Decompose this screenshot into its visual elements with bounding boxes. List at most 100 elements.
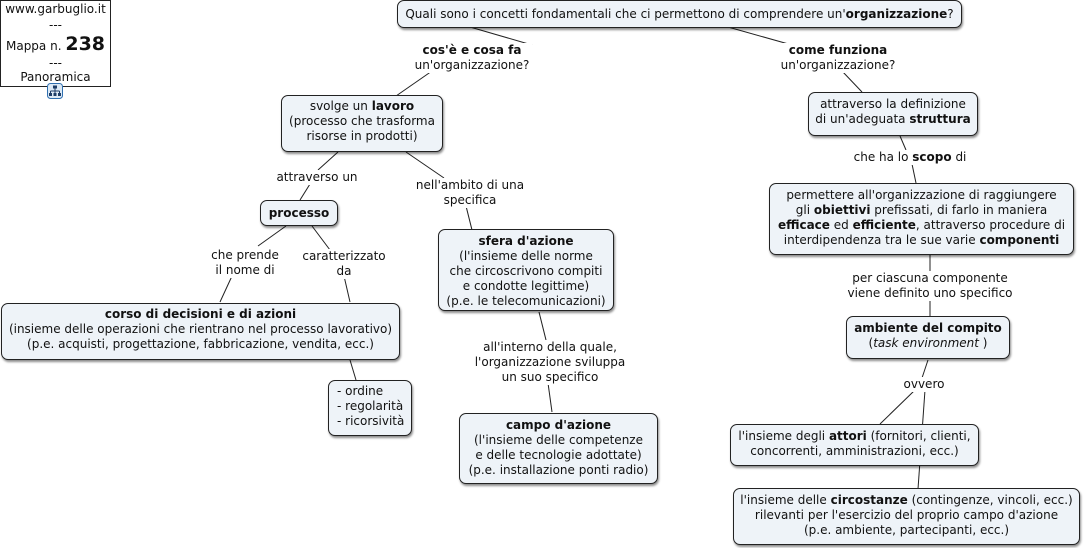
link-componente: per ciascuna componente viene definito u… [840, 271, 1020, 301]
lavoro-line2: (processo che trasforma [289, 114, 435, 128]
connector-ambiente-ovvero [921, 359, 929, 379]
circostanze-text-end: (contingenze, vincoli, ecc.) [907, 493, 1073, 507]
root-text: Quali sono i concetti fondamentali che c… [405, 7, 846, 21]
sfera-line2: (l'insieme delle norme [459, 249, 593, 263]
sfera-line3: che circoscrivono compiti [449, 264, 603, 278]
left-branch-label: cos'è e cosa fa un'organizzazione? [412, 43, 532, 73]
efficace-keyword: efficace [777, 218, 830, 232]
left-branch-sub: un'organizzazione? [414, 58, 530, 72]
caratteri-node[interactable]: - ordine - regolarità - ricorsività [328, 380, 412, 436]
link-scopo-text: che ha lo [853, 150, 913, 164]
connector-processo-caratterizzato [311, 225, 331, 251]
circostanze-line2: rilevanti per l'esercizio del proprio ca… [754, 508, 1059, 522]
campo-title: campo d'azione [505, 418, 612, 432]
connector-ovvero-attori [879, 389, 916, 425]
corso-line3: (p.e. acquisti, progettazione, fabbricaz… [27, 337, 374, 351]
right-branch-sub: un'organizzazione? [780, 58, 896, 72]
attori-keyword: attori [828, 429, 867, 443]
campo-node[interactable]: campo d'azione (l'insieme delle competen… [459, 413, 658, 484]
link-che-prende-line1: che prende [211, 248, 279, 262]
ambiente-title: ambiente del compito [854, 321, 1002, 335]
circostanze-node[interactable]: l'insieme delle circostanze (contingenze… [733, 488, 1080, 545]
right-branch-title: come funziona [788, 43, 888, 57]
ambiente-english: task environment [873, 336, 979, 350]
connector-lavoro-attraverso [317, 151, 339, 171]
link-che-prende-line2: il nome di [215, 263, 275, 277]
view-name: Panoramica [20, 70, 91, 84]
connector-left-lavoro [395, 70, 433, 97]
ambiente-node[interactable]: ambiente del compito (task environment ) [846, 316, 1010, 359]
link-caratterizzato-line1: caratterizzato [302, 249, 386, 263]
connector-lavoro-ambito [405, 151, 445, 179]
campo-line4: (p.e. installazione ponti radio) [468, 463, 649, 477]
efficiente-keyword: efficiente [852, 218, 916, 232]
connector-root-right [727, 26, 793, 46]
lavoro-text: svolge un [309, 99, 372, 113]
sfera-line5: (p.e. le telecomunicazioni) [446, 294, 606, 308]
connector-corso-caratteri [349, 359, 357, 381]
separator: --- [49, 18, 62, 32]
right-branch-label: come funziona un'organizzazione? [778, 43, 898, 73]
obiettivi-ed: ed [829, 218, 853, 232]
link-attraverso-un: attraverso un [272, 170, 362, 185]
obiettivi-text-end: prefissati, di farlo in maniera [870, 203, 1048, 217]
root-text-end: ? [947, 7, 954, 21]
connector-ambito-sfera [465, 205, 473, 231]
campo-line2: (l'insieme delle competenze [474, 433, 643, 447]
caratteri-ricorsivita: - ricorsività [337, 414, 405, 428]
obiettivi-node[interactable]: permettere all'organizzazione di raggiun… [769, 183, 1074, 255]
link-interno-line3: un suo specifico [501, 370, 599, 384]
link-scopo-text-end: di [951, 150, 967, 164]
link-ambito: nell'ambito di una specifica [410, 178, 530, 208]
struttura-keyword: struttura [909, 112, 971, 126]
attori-text-end: (fornitori, clienti, [866, 429, 971, 443]
obiettivi-line4: interdipendenza tra le sue varie [783, 233, 980, 247]
connector-processo-cheprende [257, 225, 287, 247]
root-keyword: organizzazione [845, 7, 948, 21]
link-caratterizzato-line2: da [336, 264, 352, 278]
componenti-keyword: componenti [979, 233, 1060, 247]
link-interno-line1: all'interno della quale, [483, 340, 617, 354]
connector-struttura-scopo [899, 135, 907, 151]
link-che-prende: che prende il nome di [204, 248, 286, 278]
obiettivi-text: gli [795, 203, 814, 217]
circostanze-line3: (p.e. ambiente, partecipanti, ecc.) [803, 523, 1010, 537]
attori-line2: concorrenti, amministrazioni, ecc.) [750, 444, 959, 458]
campo-line3: e delle tecnologie adottate) [475, 448, 642, 462]
caratteri-ordine: - ordine [337, 384, 384, 398]
circostanze-text: l'insieme delle [740, 493, 831, 507]
link-ambito-line2: specifica [443, 193, 497, 207]
lavoro-keyword: lavoro [371, 99, 415, 113]
sitemap-icon[interactable] [47, 83, 63, 99]
link-ambito-line1: nell'ambito di una [415, 178, 525, 192]
obiettivi-line3-end: , attraverso procedure di [915, 218, 1066, 232]
connector-scopo-obiettivi [911, 163, 917, 184]
separator: --- [49, 56, 62, 70]
link-componente-line1: per ciascuna componente [852, 271, 1008, 285]
processo-node[interactable]: processo [260, 200, 338, 226]
attori-node[interactable]: l'insieme degli attori (fornitori, clien… [730, 424, 979, 466]
caratteri-regolarita: - regolarità [337, 399, 404, 413]
ambiente-paren-close: ) [978, 336, 988, 350]
corso-node[interactable]: corso di decisioni e di azioni (insieme … [1, 303, 400, 360]
corso-line2: (insieme delle operazioni che rientrano … [8, 322, 393, 336]
map-number-line: Mappa n. 238 [1, 33, 110, 57]
struttura-line1: attraverso la definizione [820, 97, 966, 111]
link-ovvero: ovvero [896, 377, 952, 392]
connector-interno-campo [547, 382, 553, 413]
root-question-node[interactable]: Quali sono i concetti fondamentali che c… [397, 0, 962, 28]
sfera-node[interactable]: sfera d'azione (l'insieme delle norme ch… [438, 229, 614, 311]
left-branch-title: cos'è e cosa fa [422, 43, 522, 57]
sfera-line4: e condotte legittime) [462, 279, 590, 293]
link-caratterizzato: caratterizzato da [300, 249, 388, 279]
corso-title: corso di decisioni e di azioni [104, 307, 297, 321]
struttura-node[interactable]: attraverso la definizione di un'adeguata… [808, 92, 978, 136]
attori-text: l'insieme degli [738, 429, 829, 443]
connector-attraverso-processo [299, 183, 311, 201]
site-url[interactable]: www.garbuglio.it [5, 2, 106, 16]
lavoro-node[interactable]: svolge un lavoro (processo che trasforma… [281, 95, 443, 152]
sfera-title: sfera d'azione [478, 234, 574, 248]
link-componente-line2: viene definito uno specifico [847, 286, 1013, 300]
obiettivi-line1: permettere all'organizzazione di raggiun… [786, 188, 1057, 202]
connector-sfera-interno [538, 311, 547, 341]
